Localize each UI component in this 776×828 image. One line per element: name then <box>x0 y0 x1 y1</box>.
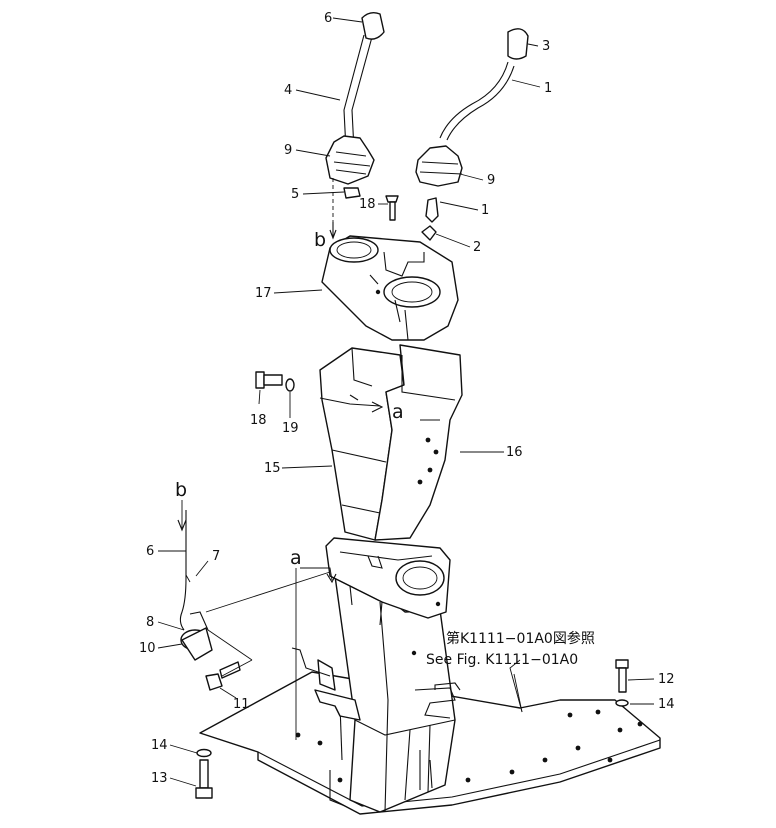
cover-rear-right <box>374 344 463 541</box>
callout-15-cover: 15 <box>264 461 281 476</box>
callout-8-plate: 8 <box>146 615 154 630</box>
left-lever-nut <box>343 187 361 199</box>
bolt-side <box>255 371 295 392</box>
callout-19-washer: 19 <box>282 421 299 436</box>
right-lever-nut <box>421 225 437 241</box>
callout-4-lever: 4 <box>284 83 292 98</box>
callout-3-knob: 3 <box>542 39 550 54</box>
callout-1-lever: 1 <box>544 81 552 96</box>
callout-9-right-boot: 9 <box>487 173 495 188</box>
bolt-top <box>385 195 399 221</box>
marker-a-top: a <box>392 401 404 423</box>
callout-16-cover: 16 <box>506 445 523 460</box>
callout-17-cover: 17 <box>255 286 272 301</box>
switch-assembly <box>179 510 331 691</box>
figure-reference: 第K1111−01A0図参照 See Fig. K1111−01A0 <box>426 630 595 668</box>
letter-markers: b a b a <box>175 229 404 569</box>
marker-a-bottom: a <box>290 547 302 569</box>
callout-18-top-bolt: 18 <box>359 197 376 212</box>
callout-13-bolt: 13 <box>151 771 168 786</box>
callout-11-bolt: 11 <box>233 697 250 712</box>
callout-2-nut: 2 <box>473 240 481 255</box>
right-lever-pin <box>425 197 439 223</box>
callout-7-clip: 7 <box>212 549 220 564</box>
left-lever-knob <box>361 11 385 40</box>
callout-14-right-washer: 14 <box>658 697 675 712</box>
callout-1-pin: 1 <box>481 203 489 218</box>
left-lever-boot <box>325 135 375 185</box>
bolt-right <box>615 659 629 707</box>
right-lever-assembly <box>415 28 529 241</box>
reference-english: See Fig. K1111−01A0 <box>426 652 578 668</box>
part-callouts: 6 4 9 5 3 1 9 1 2 18 17 18 19 15 16 6 7 … <box>139 11 675 786</box>
leader-lines <box>157 17 655 787</box>
left-lever-assembly <box>325 11 385 240</box>
right-lever-boot <box>415 145 463 187</box>
callout-6-cable: 6 <box>146 544 154 559</box>
lever-housing-cover <box>321 235 459 341</box>
marker-b-top: b <box>314 229 326 251</box>
callout-10-switch: 10 <box>139 641 156 656</box>
callout-6-knob: 6 <box>324 11 332 26</box>
callout-9-left-boot: 9 <box>284 143 292 158</box>
mounting-bracket <box>325 537 451 656</box>
reference-japanese: 第K1111−01A0図参照 <box>446 630 595 647</box>
callout-14-left-washer: 14 <box>151 738 168 753</box>
reference-lines <box>177 397 523 740</box>
bolt-left-bottom <box>195 748 213 799</box>
callout-12-bolt: 12 <box>658 672 675 687</box>
marker-b-bottom: b <box>175 479 187 501</box>
callout-18-side-bolt: 18 <box>250 413 267 428</box>
right-lever-knob <box>507 28 529 60</box>
callout-5-nut: 5 <box>291 187 299 202</box>
